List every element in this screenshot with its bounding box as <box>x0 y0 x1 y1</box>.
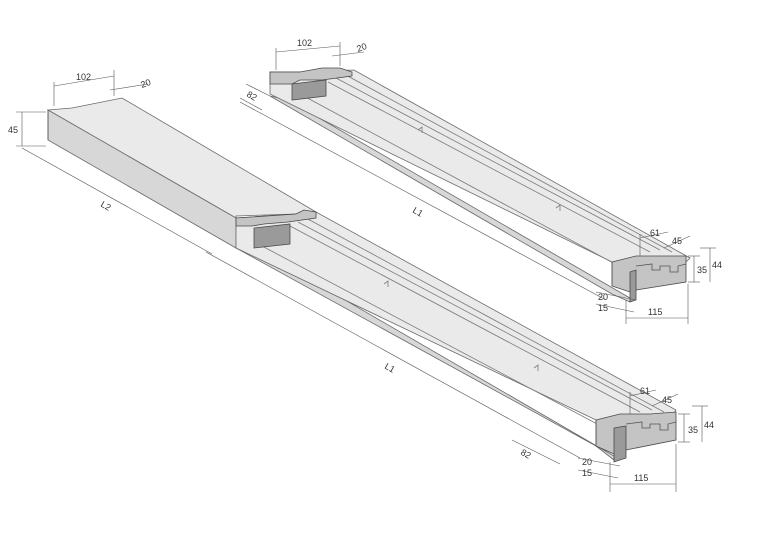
upper-beam-near-end-top <box>269 67 353 85</box>
lower-dim-45b: 45 <box>662 395 672 405</box>
upper-beam-far-end <box>611 255 687 293</box>
lower-clip-1 <box>383 280 389 287</box>
lower-dim-L2: L2 <box>99 199 113 213</box>
lower-beam-far-end-face <box>613 425 627 463</box>
lower-dim-102: 102 <box>76 72 91 82</box>
upper-dim-45: 45 <box>672 236 682 246</box>
upper-dim-82: 82 <box>245 89 259 103</box>
upper-dim-15: 15 <box>598 303 608 313</box>
upper-dimensions: 102 20 82 L1 61 45 35 44 20 15 115 <box>239 38 722 324</box>
upper-dim-102: 102 <box>297 38 312 48</box>
lower-dim-35: 35 <box>688 425 698 435</box>
upper-dim-115: 115 <box>648 307 662 317</box>
lower-dim-20: 20 <box>139 77 152 90</box>
upper-beam-far-end-face <box>629 269 637 303</box>
lower-dim-L1: L1 <box>383 361 397 375</box>
lower-dim-61: 61 <box>640 386 650 396</box>
upper-beam <box>269 67 691 303</box>
lower-beam <box>46 97 677 463</box>
upper-dim-20: 20 <box>355 41 368 54</box>
lower-dim-15: 15 <box>582 468 592 478</box>
lower-clip-2 <box>533 364 539 371</box>
upper-beam-near-end-face <box>291 79 327 101</box>
lower-dim-45: 45 <box>8 125 18 135</box>
lower-joint-top <box>235 209 317 227</box>
lower-dim-115: 115 <box>634 473 648 483</box>
lower-beam-far-end <box>595 411 677 455</box>
lower-joint-face <box>253 223 291 249</box>
upper-dim-L1: L1 <box>411 205 425 219</box>
upper-dim-61: 61 <box>650 228 660 238</box>
lower-dimensions: 102 20 45 L2 L1 82 61 45 35 44 20 15 115 <box>8 70 714 492</box>
lower-dim-44: 44 <box>704 420 714 430</box>
lower-dim-82: 82 <box>519 447 533 461</box>
upper-dim-44: 44 <box>712 260 722 270</box>
upper-clip-1 <box>417 126 423 133</box>
upper-dim-20: 20 <box>598 292 608 302</box>
upper-clip-2 <box>555 204 561 211</box>
lower-dim-20b: 20 <box>582 457 592 467</box>
upper-dim-35: 35 <box>697 265 707 275</box>
